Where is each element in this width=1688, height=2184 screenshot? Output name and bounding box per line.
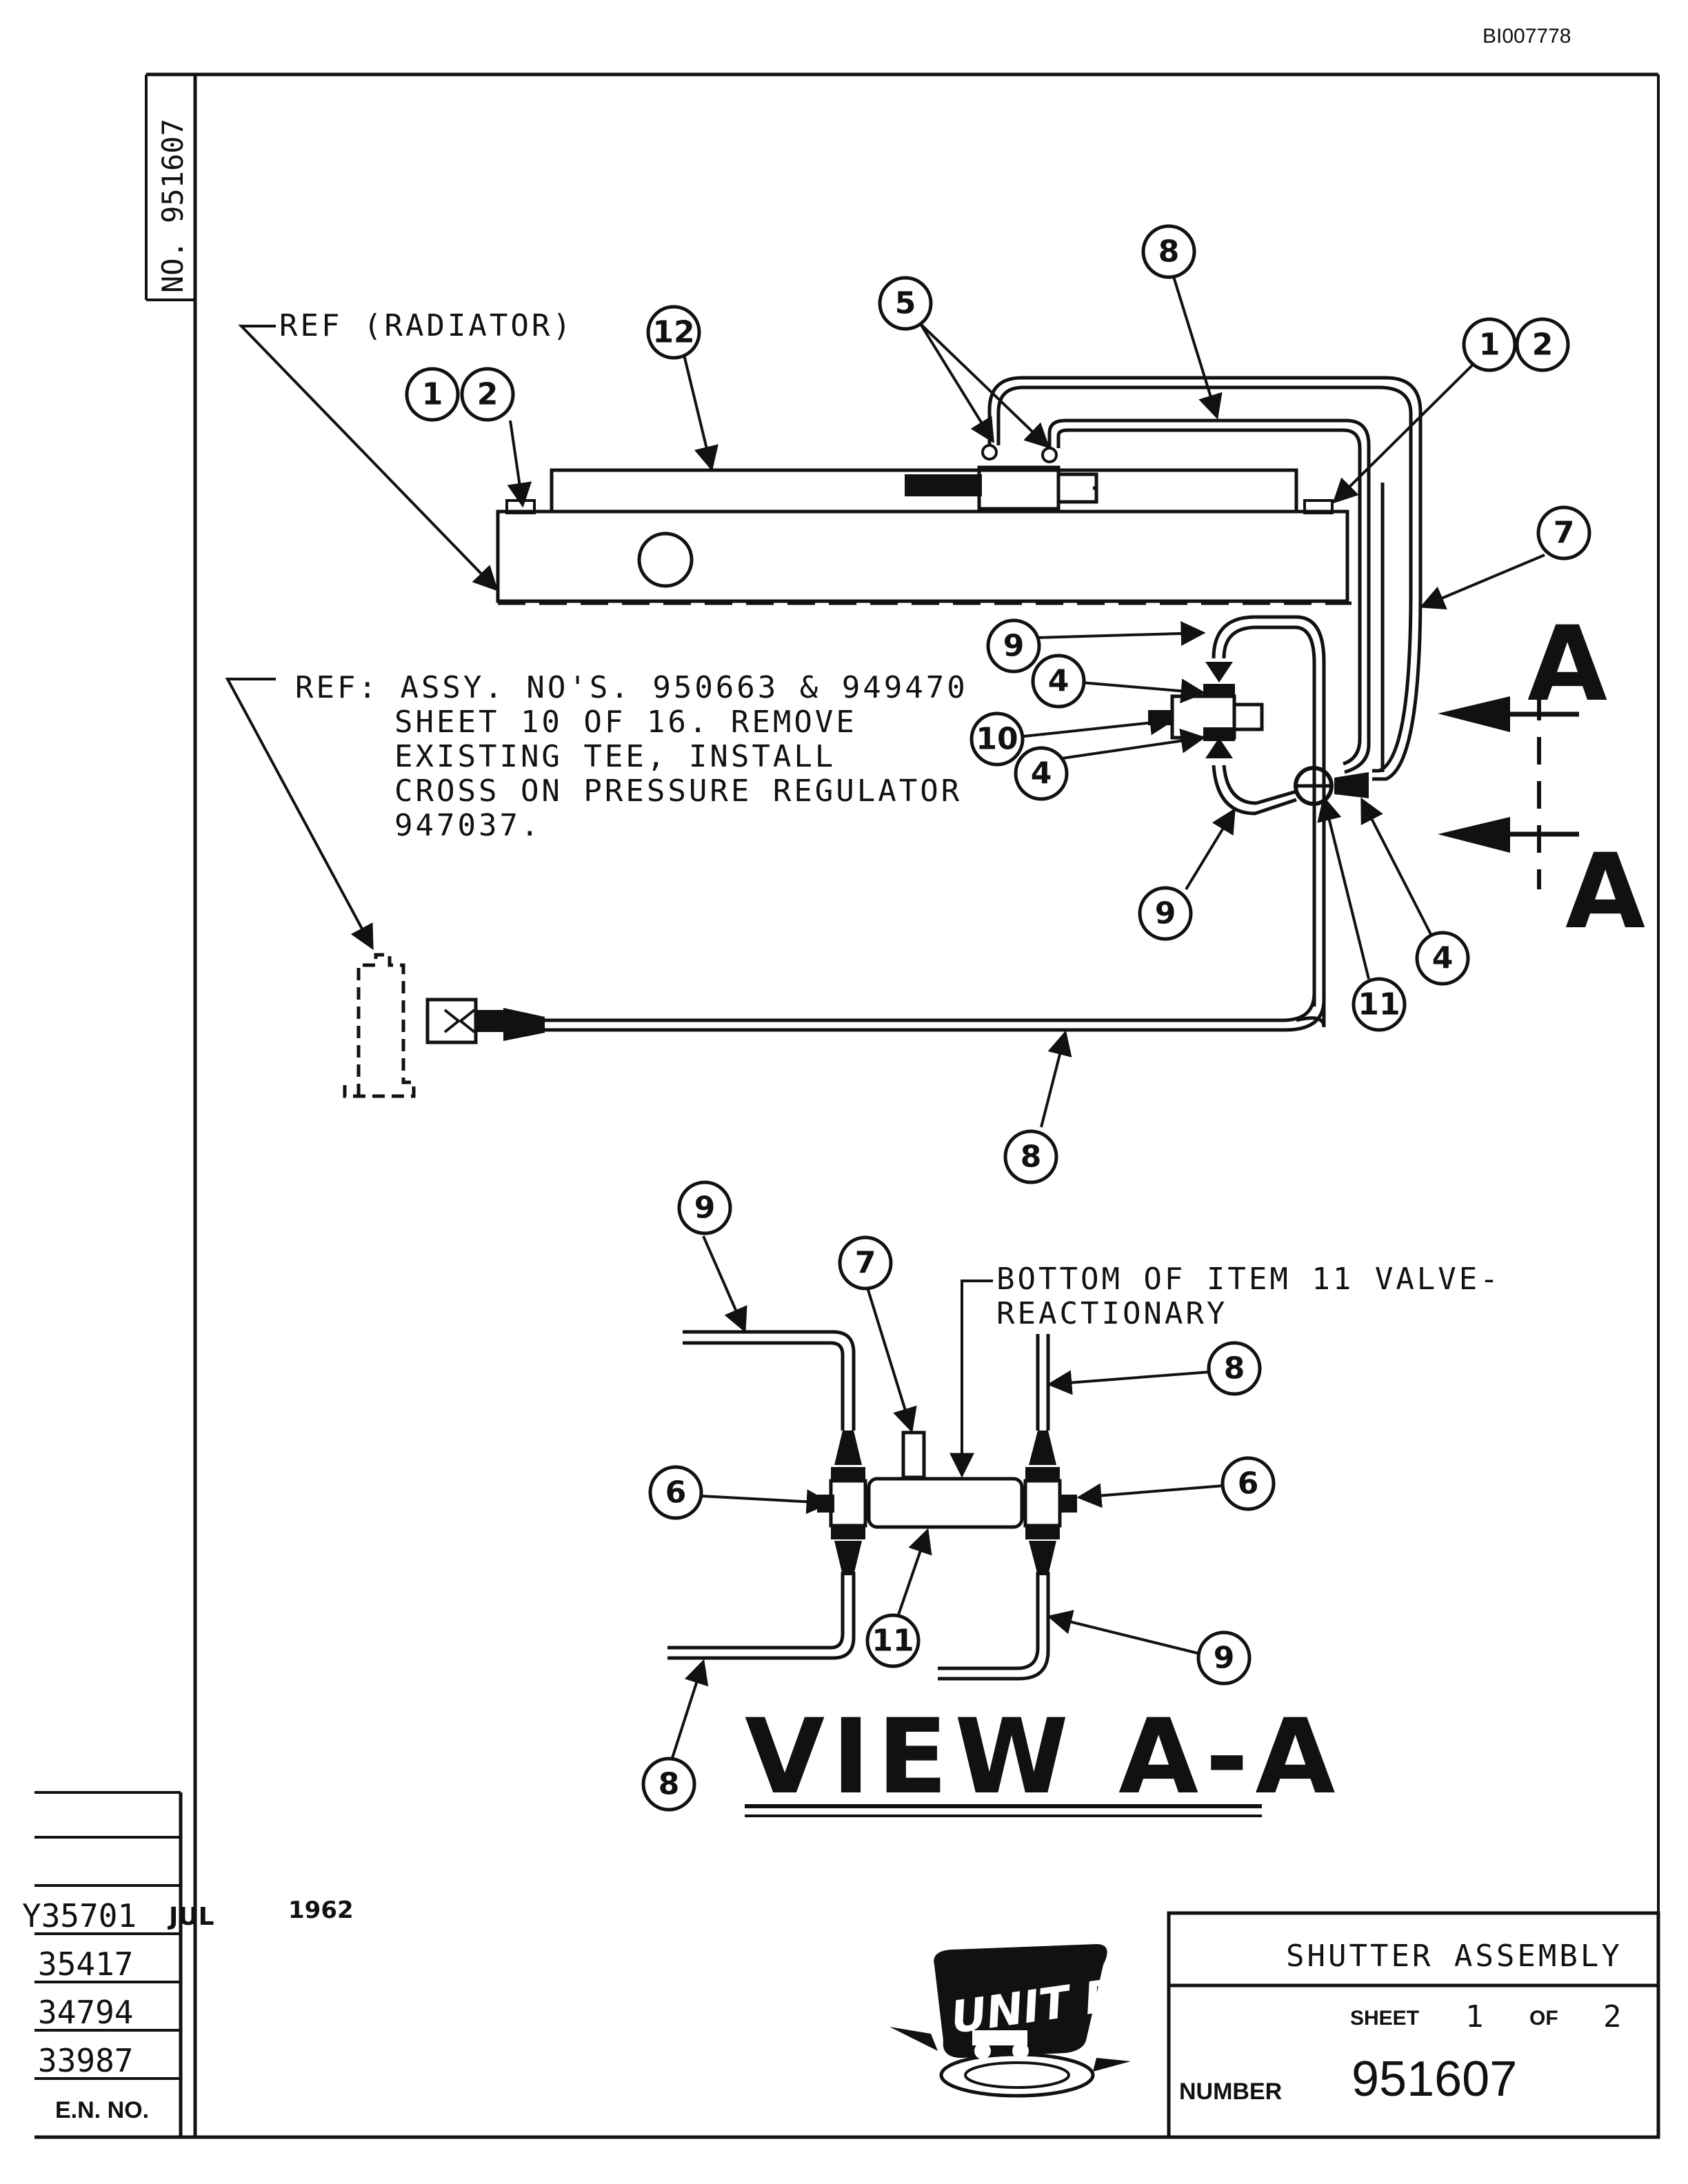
item-balloon-9c: 9 — [677, 1180, 732, 1235]
sheet-border — [34, 72, 1660, 2139]
document-id: BI007778 — [1483, 25, 1571, 48]
item-balloon-2b: 2 — [1515, 317, 1570, 372]
drawing-number: 951607 — [1352, 2052, 1517, 2107]
item-balloon-8d: 8 — [641, 1757, 696, 1812]
fittings-right — [1023, 1430, 1077, 1575]
title-block — [1167, 1911, 1660, 2139]
svg-text:12: 12 — [652, 315, 694, 350]
svg-text:9: 9 — [1003, 629, 1025, 664]
valve-cluster — [1148, 615, 1369, 1028]
item-balloon-10: 10 — [969, 711, 1025, 767]
svg-text:8: 8 — [1224, 1351, 1245, 1386]
item-balloon-6a: 6 — [648, 1465, 703, 1520]
revision-year-1: 1962 — [288, 1897, 354, 1924]
svg-text:9: 9 — [1214, 1641, 1235, 1676]
view-title: VIEW A-A — [745, 1697, 1342, 1817]
note-ref-assy: REF: ASSY. NO'S. 950663 & 949470 SHEET 1… — [295, 670, 968, 843]
view-aa-drawing — [667, 1330, 1077, 1681]
item-balloon-4c: 4 — [1415, 931, 1470, 986]
note-bottom-item: BOTTOM OF ITEM 11 VALVE- REACTIONARY — [996, 1262, 1501, 1331]
item-balloon-1a: 1 — [405, 367, 460, 422]
note-radiator: REF (RADIATOR) — [279, 308, 574, 343]
side-drawing-number: NO. 951607 — [156, 119, 190, 293]
sheet-total: 2 — [1603, 1999, 1622, 2034]
revision-header: E.N. NO. — [55, 2097, 149, 2123]
note-bottom-line-2: REACTIONARY — [996, 1296, 1227, 1331]
item-balloon-5: 5 — [878, 276, 933, 331]
radiator-body — [496, 468, 1352, 605]
svg-text:6: 6 — [1238, 1466, 1259, 1502]
note-ref-line-5: 947037. — [394, 808, 541, 843]
svg-text:8: 8 — [1021, 1140, 1042, 1175]
fittings-left — [817, 1430, 867, 1575]
svg-text:2: 2 — [1532, 327, 1554, 363]
item-balloon-4b: 4 — [1014, 746, 1069, 801]
note-ref-line-1: REF: ASSY. NO'S. 950663 & 949470 — [295, 670, 968, 705]
svg-text:6: 6 — [665, 1475, 687, 1510]
svg-text:7: 7 — [1554, 516, 1575, 551]
svg-text:8: 8 — [1158, 234, 1180, 270]
item-balloon-9d: 9 — [1196, 1630, 1252, 1686]
revision-block — [34, 1791, 183, 2137]
note-ref-line-2: SHEET 10 OF 16. REMOVE — [394, 705, 857, 740]
note-bottom-line-1: BOTTOM OF ITEM 11 VALVE- — [996, 1262, 1501, 1297]
revision-en-4: 33987 — [38, 2042, 133, 2079]
svg-text:11: 11 — [1358, 987, 1400, 1022]
number-label: NUMBER — [1179, 2079, 1282, 2105]
svg-text:2: 2 — [477, 377, 499, 412]
revision-en-1: Y35701 — [22, 1897, 137, 1934]
section-label-bottom: A — [1565, 832, 1645, 952]
svg-text:7: 7 — [855, 1246, 876, 1281]
note-ref-line-4: CROSS ON PRESSURE REGULATOR — [394, 774, 962, 809]
revision-en-2: 35417 — [38, 1945, 133, 1983]
svg-text:10: 10 — [976, 722, 1018, 757]
item-balloon-9b: 9 — [1138, 886, 1193, 941]
tubing-lower — [343, 800, 1326, 1098]
svg-text:1: 1 — [1479, 327, 1500, 363]
svg-text:1: 1 — [422, 377, 443, 412]
svg-text:8: 8 — [659, 1767, 680, 1802]
revision-date-1: JUL — [167, 1903, 214, 1931]
item-balloon-1b: 1 — [1462, 317, 1517, 372]
item-balloon-7a: 7 — [1536, 505, 1591, 560]
item-balloon-6b: 6 — [1220, 1456, 1276, 1511]
tubing-upper — [987, 376, 1423, 781]
svg-text:9: 9 — [694, 1191, 716, 1226]
revision-en-3: 34794 — [38, 1994, 133, 2031]
view-title-underline — [745, 1804, 1262, 1817]
sheet-number: 1 — [1465, 1999, 1484, 2034]
svg-text:5: 5 — [895, 286, 916, 321]
item-balloon-7b: 7 — [838, 1235, 893, 1291]
note-ref-line-3: EXISTING TEE, INSTALL — [394, 739, 836, 774]
leader-lines — [225, 272, 1545, 1128]
sheet-label: SHEET — [1350, 2007, 1419, 2030]
item-balloon-11b: 11 — [865, 1613, 921, 1668]
view-aa-leaders — [671, 1235, 1225, 1759]
item-balloon-8a: 8 — [1141, 224, 1196, 279]
item-balloon-12: 12 — [646, 305, 701, 360]
section-label-top: A — [1527, 605, 1607, 725]
section-markers: A A — [1438, 605, 1645, 952]
item-balloon-8c: 8 — [1207, 1341, 1262, 1396]
item-balloon-2a: 2 — [460, 367, 515, 422]
svg-text:11: 11 — [872, 1624, 914, 1659]
svg-text:4: 4 — [1031, 756, 1052, 791]
of-label: OF — [1529, 2007, 1558, 2030]
title-text: SHUTTER ASSEMBLY — [1286, 1939, 1622, 1974]
item-balloon-8b: 8 — [1003, 1129, 1058, 1184]
item-balloon-9a: 9 — [986, 618, 1041, 674]
svg-text:4: 4 — [1048, 664, 1069, 699]
unit-rig-logo: UNIT RIG — [890, 1944, 1174, 2098]
item-balloon-4a: 4 — [1031, 654, 1086, 709]
shutter-cylinder — [905, 444, 1098, 511]
item-balloon-11a: 11 — [1352, 977, 1407, 1032]
svg-text:4: 4 — [1432, 941, 1454, 976]
svg-text:9: 9 — [1155, 896, 1176, 931]
